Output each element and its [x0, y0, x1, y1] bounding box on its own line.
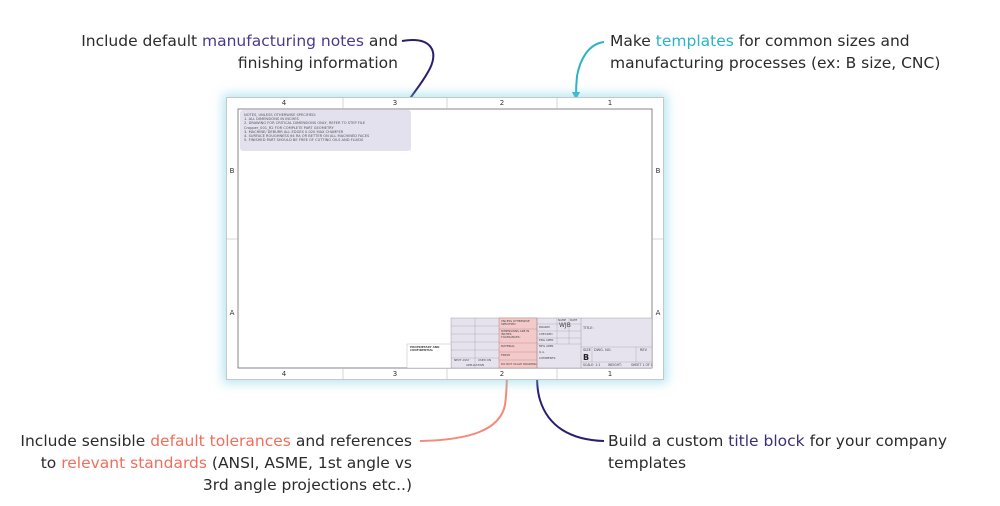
size-label: SIZE: [583, 348, 591, 352]
arrow-to-template: [572, 41, 605, 100]
callout-text: for your company templates: [608, 432, 948, 472]
note-line: 5. FINISHED PART SHOULD BE FREE OF CUTTI…: [244, 138, 364, 143]
drawing-sheet-template: 4 3 2 1 4 3 2 1 B A B A NOTES, UNLESS OT…: [226, 97, 664, 380]
zone-row-a-right: A: [655, 309, 661, 317]
arrow-to-title-block: [533, 368, 605, 442]
date-label: DATE: [570, 318, 578, 322]
callout-text: and references to: [40, 432, 412, 472]
callout-text: and finishing information: [237, 32, 398, 72]
checked-label: CHECKED: [539, 332, 553, 336]
callout-manufacturing-notes: Include default manufacturing notes and …: [40, 30, 398, 74]
zone-col-4-top: 4: [281, 99, 287, 107]
zone-col-2-bottom: 2: [499, 370, 505, 378]
zone-row-b-left: B: [229, 167, 235, 175]
next-assy-label: NEXT ASSY: [454, 358, 470, 362]
callout-highlight: default tolerances: [150, 432, 291, 450]
dwg-no-label: DWG. NO.: [594, 348, 612, 352]
callout-highlight: manufacturing notes: [202, 32, 364, 50]
title-label: TITLE:: [583, 326, 594, 330]
callout-text: Include default: [81, 32, 203, 50]
note-line: Cropper_001_R2 FOR COMPLETE PART GEOMETR…: [244, 125, 334, 130]
callout-highlight: templates: [655, 32, 734, 50]
callout-text: (ANSI, ASME, 1st angle vs 3rd angle proj…: [202, 454, 412, 494]
sheet-number-label: SHEET 1 OF 1: [631, 363, 653, 367]
callout-highlight: title block: [728, 432, 805, 450]
do-not-scale-label: DO NOT SCALE DRAWING: [501, 362, 537, 366]
zone-col-4-bottom: 4: [281, 370, 287, 378]
callout-text: Include sensible: [20, 432, 151, 450]
callout-text: for common sizes and manufacturing proce…: [610, 32, 941, 72]
zone-row-b-right: B: [655, 167, 661, 175]
scale-label: SCALE: 1:1: [583, 363, 601, 367]
zone-col-1-bottom: 1: [607, 370, 613, 378]
callout-title-block: Build a custom title block for your comp…: [608, 430, 978, 474]
dims-label: DIMENSIONS ARE IN INCHES: [501, 329, 530, 336]
callout-tolerances: Include sensible default tolerances and …: [20, 430, 412, 496]
drawn-label: DRAWN: [539, 325, 550, 329]
finish-label: FINISH: [501, 353, 511, 357]
sheet-frame: [226, 97, 664, 380]
callout-text: Make: [610, 32, 656, 50]
qa-label: Q.A.: [539, 350, 545, 354]
drawn-by-value: WJB: [559, 322, 571, 329]
unless-label: UNLESS OTHERWISE SPECIFIED:: [501, 319, 530, 326]
callout-highlight: relevant standards: [61, 454, 207, 472]
note-line: 2. DRAWING FOR CRITICAL DIMENSIONS ONLY,…: [244, 121, 366, 126]
rev-label: REV: [640, 348, 648, 352]
used-on-label: USED ON: [478, 358, 491, 362]
zone-col-3-bottom: 3: [392, 370, 398, 378]
application-label: APPLICATION: [466, 363, 485, 367]
sheet-size-value: B: [583, 353, 590, 362]
zone-col-2-top: 2: [499, 99, 505, 107]
mfg-appr-label: MFG APPR.: [539, 344, 555, 348]
callout-templates: Make templates for common sizes and manu…: [610, 30, 970, 74]
note-line: NOTES, UNLESS OTHERWISE SPECIFIED:: [244, 113, 317, 117]
zone-col-3-top: 3: [392, 99, 398, 107]
name-label: NAME: [558, 318, 567, 322]
note-line: 3. MACHINE/ DEBURR ALL EDGES 0.020 MAX C…: [244, 129, 344, 134]
weight-label: WEIGHT:: [608, 363, 622, 367]
proprietary-label: PROPRIETARY AND CONFIDENTIAL: [410, 345, 440, 352]
comments-label: COMMENTS:: [539, 356, 557, 360]
manufacturing-notes-box: NOTES, UNLESS OTHERWISE SPECIFIED: 1. AL…: [240, 110, 411, 151]
tolerances-label: TOLERANCES:: [501, 335, 521, 339]
eng-appr-label: ENG APPR.: [539, 338, 554, 342]
zone-row-a-left: A: [229, 309, 235, 317]
note-line: 4. SURFACE ROUGHNESS 64 RA OR BETTER ON …: [244, 134, 370, 139]
material-label: MATERIAL: [501, 344, 515, 348]
callout-text: Build a custom: [608, 432, 729, 450]
zone-col-1-top: 1: [607, 99, 613, 107]
note-line: 1. ALL DIMENSIONS IN INCHES: [244, 117, 299, 122]
